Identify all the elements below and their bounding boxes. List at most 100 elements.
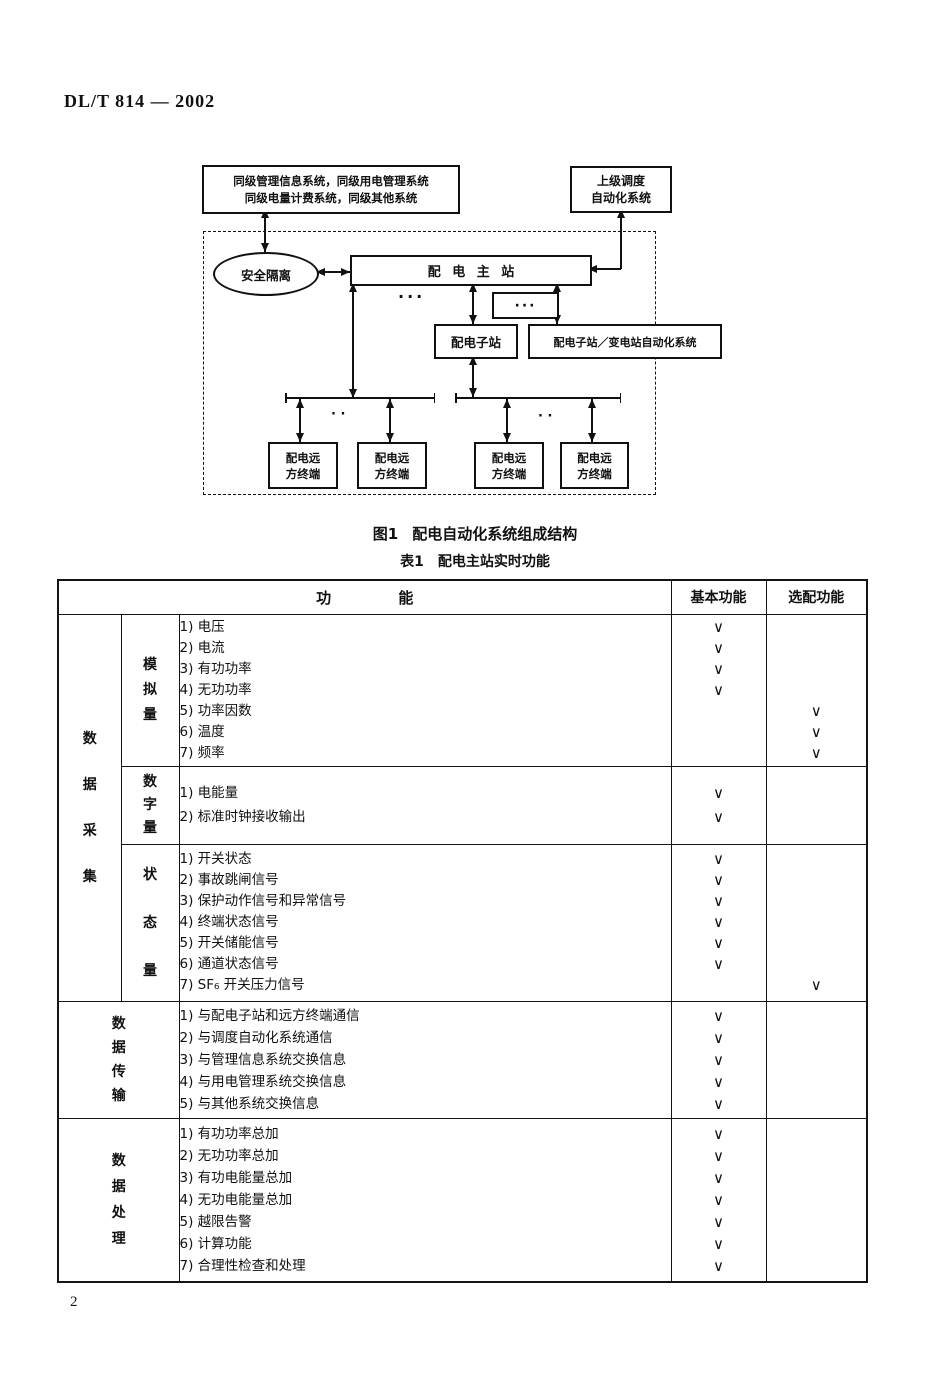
rtu-3-line2: 方终端: [491, 466, 527, 481]
check-mark: ∨: [713, 850, 724, 868]
arrowhead-up-icon: [469, 283, 477, 292]
doc-number: DL/T 814 — 2002: [64, 91, 216, 111]
check-mark: ∨: [713, 1212, 724, 1231]
rtu-1-line1: 配电远: [285, 450, 321, 465]
table-item: 5) 开关储能信号: [179, 935, 279, 951]
table-item: 7) SF₆ 开关压力信号: [179, 977, 305, 993]
table-item: 1) 与配电子站和远方终端通信: [179, 1007, 360, 1024]
figure-caption-label: 图1: [372, 525, 399, 543]
vertical-label-char: 量: [143, 962, 157, 979]
arrowhead-down-icon: [588, 433, 596, 442]
ellipsis-right-bus: · ·: [538, 409, 553, 424]
rtu-2-line1: 配电远: [374, 450, 410, 465]
left-bus-tick-left: [285, 393, 287, 403]
table-subcategory-cell: 数字量: [120, 765, 180, 845]
table-item: 6) 计算功能: [179, 1235, 252, 1252]
check-empty: [767, 849, 867, 870]
figure-caption: 图1 配电自动化系统组成结构: [0, 523, 950, 544]
table-subcategory-cell: 模拟量: [120, 613, 180, 767]
connector-master-substation-line: [472, 283, 474, 324]
table-item: 5) 越限告警: [179, 1213, 252, 1230]
vertical-label-char: 态: [143, 914, 157, 931]
table-optional-marks-cell: [765, 1117, 868, 1283]
table-optional-marks-cell: [765, 1000, 868, 1119]
left-bus-tick-right: [433, 393, 436, 403]
arrowhead-right-icon: [341, 267, 350, 276]
left-bus-line: [285, 397, 435, 399]
check-empty: [767, 933, 867, 954]
box-more-channels: ···: [492, 292, 559, 319]
vertical-label-char: 模: [143, 656, 157, 673]
check-mark: ∨: [810, 976, 822, 994]
check-mark: ∨: [713, 680, 724, 699]
check-mark: ∨: [713, 784, 724, 802]
table-category-cell: 数据处理: [57, 1117, 180, 1283]
table-basic-marks-cell: ∨∨∨∨∨: [670, 1000, 767, 1119]
check-empty: [767, 891, 867, 912]
rtu-1-line2: 方终端: [285, 466, 321, 481]
table-subcategory-cell: 状态量: [120, 843, 180, 1002]
check-mark: ∨: [713, 1072, 724, 1091]
box-rtu-2: 配电远 方终端: [357, 442, 427, 489]
table-basic-marks-cell: ∨∨: [670, 765, 767, 845]
table-header-row: 功 能 基本功能 选配功能: [57, 579, 868, 615]
table-item: 3) 有功电能量总加: [179, 1169, 293, 1186]
table-item: 4) 与用电管理系统交换信息: [179, 1073, 347, 1090]
arrowhead-down-icon: [553, 315, 561, 324]
check-empty: [767, 1049, 867, 1071]
figure-caption-text: 配电自动化系统组成结构: [412, 525, 578, 543]
check-empty: [767, 781, 867, 805]
connector-security-master-line: [316, 271, 350, 273]
check-mark: ∨: [713, 808, 724, 826]
check-empty: [767, 1005, 867, 1027]
check-empty: [672, 975, 766, 996]
vertical-label-char: 量: [143, 706, 157, 723]
table-item: 3) 保护动作信号和异常信号: [179, 893, 347, 909]
check-empty: [767, 680, 867, 701]
check-mark: ∨: [713, 892, 724, 910]
arrowhead-up-icon: [349, 283, 357, 292]
connector-substation-rightbus-line: [472, 356, 474, 397]
table-item: 4) 终端状态信号: [179, 914, 279, 930]
table-item: 7) 频率: [179, 744, 225, 761]
vertical-label-char: 据: [111, 1178, 126, 1195]
ellipsis-master-children: ···: [398, 287, 426, 306]
table-item: 1) 电能量: [179, 785, 239, 801]
connector-master-leftbus-line: [352, 283, 354, 397]
check-mark: ∨: [713, 659, 724, 678]
check-mark: ∨: [713, 934, 724, 952]
right-bus-tick-right: [619, 393, 622, 403]
check-empty: [767, 870, 867, 891]
check-empty: [767, 912, 867, 933]
check-mark: ∨: [810, 722, 822, 741]
table-item: 3) 有功功率: [179, 660, 252, 677]
connector-peer-security-line: [264, 209, 266, 252]
table-item: 2) 与调度自动化系统通信: [179, 1029, 333, 1046]
table-basic-marks-cell: ∨∨∨∨∨∨∨: [670, 1117, 767, 1283]
check-empty: [767, 1123, 867, 1145]
vertical-label-char: 数: [143, 773, 157, 790]
check-empty: [767, 805, 867, 829]
table-item: 1) 开关状态: [179, 851, 252, 867]
table-basic-marks-cell: ∨∨∨∨∨∨: [670, 843, 767, 1002]
table-item: 4) 无功电能量总加: [179, 1191, 293, 1208]
arrowhead-up-icon: [617, 209, 625, 218]
table-caption-text: 配电主站实时功能: [437, 554, 550, 570]
connector-master-dispatch-hline: [588, 268, 621, 270]
vertical-label-char: 据: [82, 776, 97, 793]
vertical-label-char: 量: [143, 819, 157, 836]
check-empty: [672, 701, 766, 722]
check-mark: ∨: [713, 617, 724, 636]
rtu-3-line1: 配电远: [491, 450, 527, 465]
check-mark: ∨: [713, 1146, 724, 1165]
check-mark: ∨: [713, 871, 724, 889]
connector-bus-rtu1-line: [299, 399, 301, 442]
arrowhead-up-icon: [386, 399, 394, 408]
table-optional-marks-cell: [765, 765, 868, 845]
arrowhead-up-icon: [469, 356, 477, 365]
check-mark: ∨: [713, 1124, 724, 1143]
